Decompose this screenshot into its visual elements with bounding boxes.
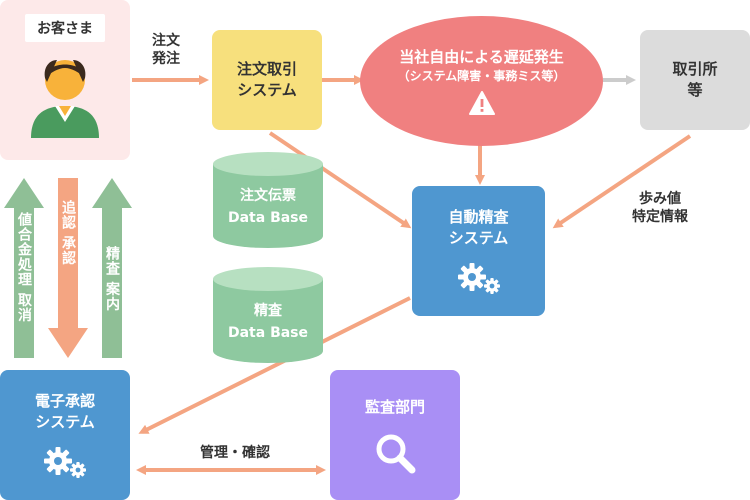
- arrow-broker-to-audit: [552, 134, 692, 229]
- broker-box: 取引所 等: [640, 30, 750, 130]
- manage-label: 管理・確認: [200, 445, 270, 461]
- audit-system-box: 自動精査 システム: [412, 186, 545, 316]
- side-arrow-right-label: 精査 案内: [104, 246, 120, 312]
- db-order-label: 注文伝票 Data Base: [227, 188, 309, 226]
- order-system-line2: システム: [237, 81, 297, 99]
- side-arrow-middle-label: 追認 承認: [60, 200, 76, 266]
- price-info-label: 歩み値 特定情報: [632, 191, 688, 225]
- delay-ellipse: 当社自由による遅延発生 （システム障害・事務ミス等）: [360, 16, 603, 146]
- arrow-audit-to-approval: [138, 296, 411, 434]
- customer-title: お客さま: [37, 21, 93, 37]
- side-arrow-middle-shape: [48, 178, 88, 358]
- gears-icon: [44, 447, 86, 478]
- order-system-line1: 注文取引: [236, 60, 297, 78]
- db-audit-cylinder: [213, 267, 323, 363]
- customer-box: お客さま: [0, 0, 130, 160]
- order-label: 注文 発注: [152, 33, 180, 67]
- order-system-box: 注文取引 システム: [212, 30, 322, 130]
- delay-title: 当社自由による遅延発生: [399, 48, 564, 66]
- side-arrow-left-label: 値合金処理 取消: [16, 212, 32, 323]
- approval-system-box: 電子承認 システム: [0, 370, 130, 500]
- delay-subtitle: （システム障害・事務ミス等）: [397, 69, 566, 83]
- broker-line1: 取引所: [672, 60, 718, 78]
- broker-line2: 等: [687, 81, 703, 99]
- warning-icon: [468, 91, 495, 115]
- db-audit-label: 精査 Data Base: [227, 303, 309, 341]
- arrow-order-to-audit: [268, 131, 412, 229]
- search-icon: [376, 434, 416, 473]
- side-arrow-right-shape: [92, 178, 132, 358]
- audit-system-line1: 自動精査: [448, 208, 509, 226]
- person-icon: [31, 60, 99, 138]
- audit-dept-title: 監査部門: [364, 397, 425, 416]
- db-order-cylinder: [213, 152, 323, 248]
- customer-title-tag: お客さま: [25, 14, 105, 42]
- approval-system-line1: 電子承認: [34, 392, 95, 410]
- gears-icon: [457, 263, 500, 294]
- approval-system-line2: システム: [35, 413, 95, 431]
- audit-dept-box: 監査部門: [330, 370, 460, 500]
- side-arrow-left-shape: [4, 178, 44, 358]
- audit-system-line2: システム: [448, 229, 509, 247]
